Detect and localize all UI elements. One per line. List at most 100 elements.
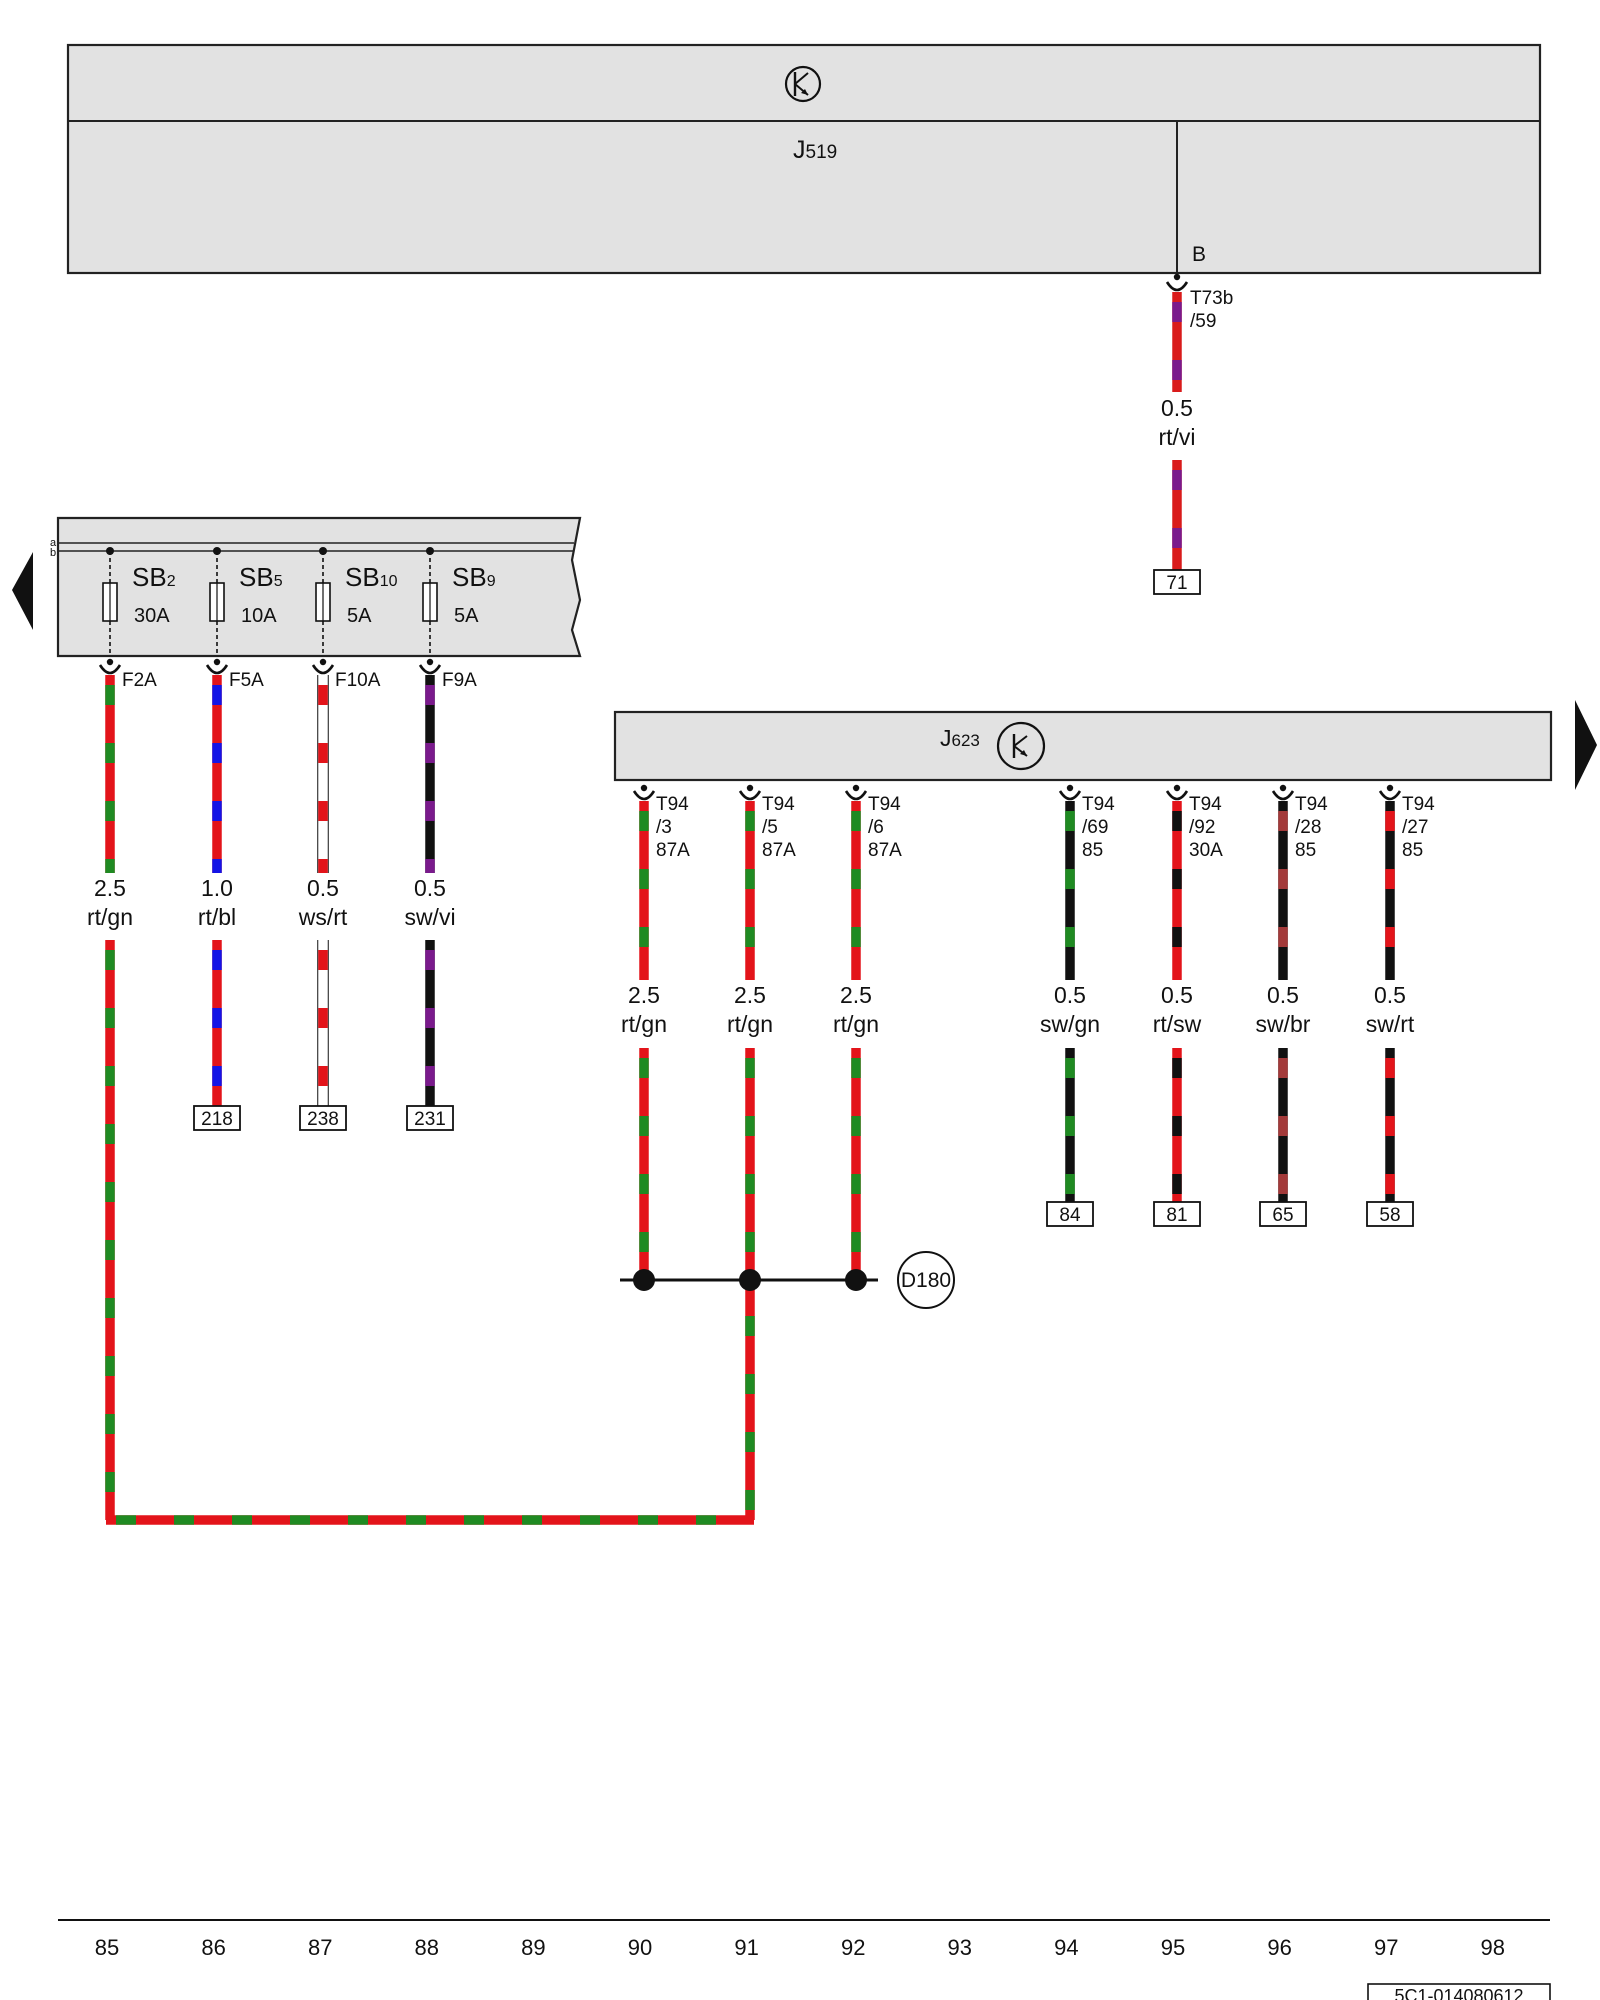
pin-function: 87A bbox=[656, 840, 690, 861]
connector-pin-icon bbox=[746, 784, 754, 792]
fuse-name: SB10 bbox=[345, 562, 398, 592]
connector-icon bbox=[632, 790, 656, 801]
wire-color-code: rt/sw bbox=[1153, 1011, 1202, 1037]
wire-gauge: 0.5 bbox=[1054, 982, 1086, 1008]
connector-pin: /28 bbox=[1295, 817, 1321, 838]
arrow-left-icon bbox=[12, 552, 33, 630]
motor-symbol-icon bbox=[996, 721, 1046, 771]
connector-pin-icon bbox=[852, 784, 860, 792]
connector-icon bbox=[418, 664, 442, 675]
connector-icon bbox=[1165, 790, 1189, 801]
module-j623[interactable]: J623 bbox=[613, 700, 1597, 790]
pin-function: 30A bbox=[1189, 840, 1223, 861]
pin-function: 85 bbox=[1402, 840, 1423, 861]
track-number: 89 bbox=[521, 1935, 545, 1960]
reference-number: 84 bbox=[1059, 1205, 1081, 1226]
connector-pin-icon bbox=[1279, 784, 1287, 792]
rail-b-label: b bbox=[50, 547, 56, 559]
connector-icon bbox=[1378, 790, 1402, 801]
wire-color-code: rt/gn bbox=[727, 1011, 773, 1037]
wire-segment bbox=[317, 675, 329, 873]
module-j519[interactable]: J519 B bbox=[66, 43, 1542, 275]
track-number: 85 bbox=[95, 1935, 119, 1960]
wire-gauge: 2.5 bbox=[840, 982, 872, 1008]
reference-number: 58 bbox=[1379, 1205, 1400, 1226]
connector-pin-icon bbox=[319, 658, 327, 666]
reference-number: 65 bbox=[1272, 1205, 1293, 1226]
connector-icon bbox=[1058, 790, 1082, 801]
fuse-name-main: SB bbox=[452, 562, 487, 592]
wire-gauge: 2.5 bbox=[734, 982, 766, 1008]
connector-pin-icon bbox=[1066, 784, 1074, 792]
connector-icon bbox=[311, 664, 335, 675]
fuse-rating: 30A bbox=[134, 605, 170, 627]
connector-icon bbox=[98, 664, 122, 675]
fuse-name: SB9 bbox=[452, 562, 496, 592]
rail-a-label: a bbox=[50, 537, 57, 549]
reference-box bbox=[1046, 1201, 1094, 1227]
connector-label: T94 bbox=[1189, 794, 1222, 815]
wire-loop-to-splice bbox=[106, 1280, 755, 1525]
wire-color-code: rt/gn bbox=[87, 904, 133, 930]
pin-b-label: B bbox=[1192, 243, 1206, 266]
connector-t73b-label: T73b bbox=[1190, 288, 1233, 309]
connector-pin-icon bbox=[640, 784, 648, 792]
connector-icon bbox=[738, 790, 762, 801]
track-number: 93 bbox=[948, 1935, 972, 1960]
wire-color-code: rt/vi bbox=[1158, 424, 1195, 450]
fuse-rating: 5A bbox=[347, 605, 372, 627]
track-number: 87 bbox=[308, 1935, 332, 1960]
reference-number: 71 bbox=[1166, 573, 1187, 594]
wire-gauge: 1.0 bbox=[201, 875, 233, 901]
connector-label: T94 bbox=[762, 794, 795, 815]
pin-function: 85 bbox=[1295, 840, 1316, 861]
fuse-name-main: SB bbox=[239, 562, 274, 592]
reference-box bbox=[1153, 1201, 1201, 1227]
arrow-right-icon bbox=[1575, 700, 1597, 790]
wire-gauge: 0.5 bbox=[1161, 982, 1193, 1008]
connector-pin-icon bbox=[106, 658, 114, 666]
connector-icon bbox=[205, 664, 229, 675]
fuse-name-sub: 2 bbox=[167, 573, 176, 590]
reference-box bbox=[1366, 1201, 1414, 1227]
fuse-name-sub: 10 bbox=[380, 573, 398, 590]
reference-number: 231 bbox=[414, 1109, 446, 1130]
fuse-name-main: SB bbox=[345, 562, 380, 592]
connector-pin-icon bbox=[1173, 784, 1181, 792]
track-number: 92 bbox=[841, 1935, 865, 1960]
connector-pin: /27 bbox=[1402, 817, 1428, 838]
wire-color-code: rt/gn bbox=[621, 1011, 667, 1037]
connector-icon bbox=[844, 790, 868, 801]
fuse-name: SB2 bbox=[132, 562, 176, 592]
connector-pin-icon bbox=[1386, 784, 1394, 792]
connector-pin: /3 bbox=[656, 817, 672, 838]
fuse-name-main: SB bbox=[132, 562, 167, 592]
wire-gauge: 0.5 bbox=[1161, 395, 1193, 421]
reference-number: 81 bbox=[1166, 1205, 1187, 1226]
wire-w-j519-b: 0.5 rt/vi 71 bbox=[1153, 292, 1201, 595]
diagram-code-box: 5C1-014080612 bbox=[1367, 1983, 1551, 2000]
wire-color-code: ws/rt bbox=[298, 904, 348, 930]
wire-color-code: sw/rt bbox=[1366, 1011, 1415, 1037]
wire-harness: 0.5rt/vi71T94/387A2.5rt/gnT94/587A2.5rt/… bbox=[106, 292, 1435, 1525]
connector-pin: /6 bbox=[868, 817, 884, 838]
reference-box bbox=[299, 1105, 347, 1131]
wire-color-code: sw/br bbox=[1256, 1011, 1311, 1037]
track-number: 94 bbox=[1054, 1935, 1078, 1960]
fuse-terminal: F9A bbox=[442, 670, 477, 691]
track-number: 88 bbox=[415, 1935, 439, 1960]
wire-color-code: sw/vi bbox=[404, 904, 455, 930]
wire-color-code: rt/gn bbox=[833, 1011, 879, 1037]
wire-gauge: 0.5 bbox=[1267, 982, 1299, 1008]
fuse-name: SB5 bbox=[239, 562, 283, 592]
